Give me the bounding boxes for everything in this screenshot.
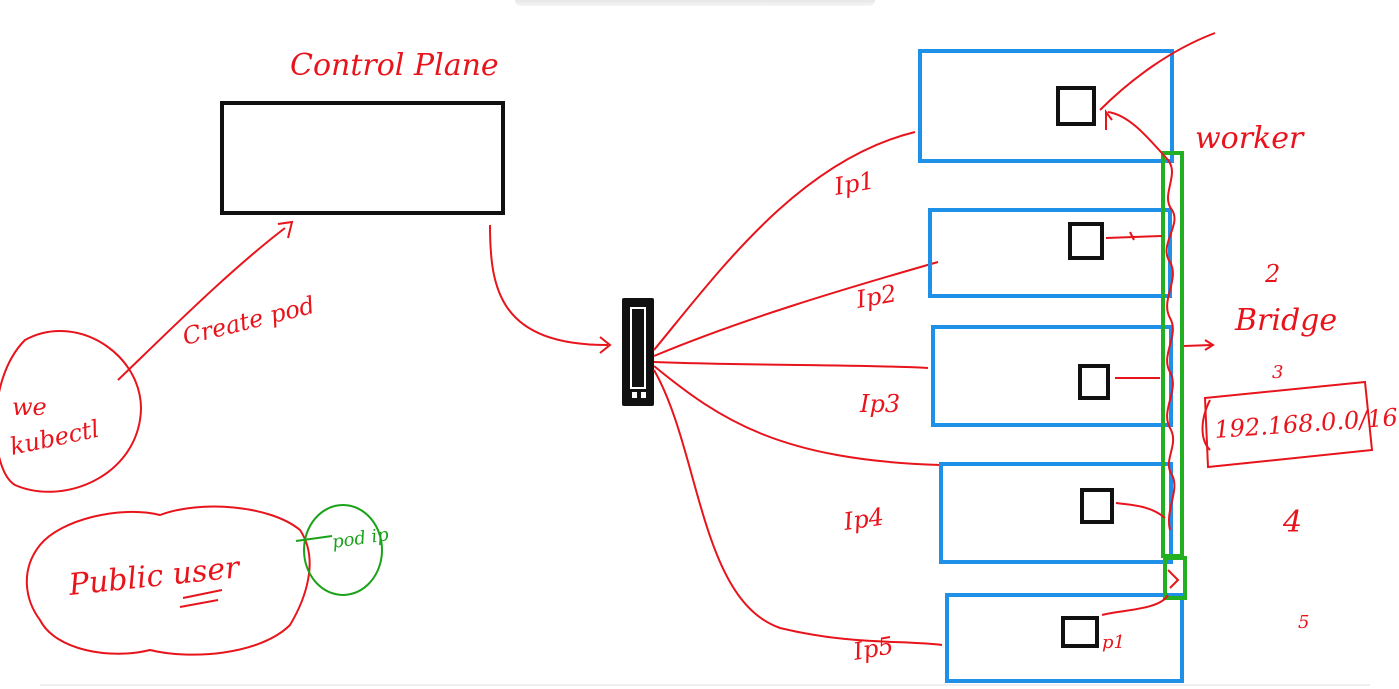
cidr-box <box>1203 380 1374 469</box>
bridge-label-arrow <box>1183 344 1213 347</box>
worker-node-1 <box>918 49 1174 163</box>
pod-1-arrowhead <box>1105 109 1113 130</box>
pod-box-2 <box>1068 222 1104 260</box>
create-pod-arrowhead <box>277 220 294 239</box>
bridge-connector-mark <box>1167 569 1180 589</box>
control-plane-label: Control Plane <box>290 48 499 83</box>
bridge-label-arrowhead <box>1204 339 1215 351</box>
kubectl-circle <box>0 330 142 493</box>
network-switch-port <box>641 392 646 398</box>
pod-ip-connector <box>295 535 333 542</box>
number-4: 4 <box>1282 505 1302 540</box>
number-5: 5 <box>1298 612 1309 633</box>
network-switch-port <box>632 392 637 398</box>
public-user-underline <box>182 589 223 599</box>
ip-label-4: Ip4 <box>841 503 886 536</box>
worker-node-3 <box>931 325 1173 427</box>
link-node-3 <box>653 361 929 369</box>
ip-label-2: Ip2 <box>853 279 898 314</box>
pod-ip-circle <box>303 504 383 596</box>
number-2: 2 <box>1264 260 1280 288</box>
link-node-5 <box>653 369 943 646</box>
link-node-2 <box>653 261 939 357</box>
ip-label-5: Ip5 <box>850 631 895 666</box>
link-node-4 <box>653 365 941 466</box>
ip-label-3: Ip3 <box>859 390 900 418</box>
network-switch-slot <box>630 307 646 389</box>
public-user-label: Public user <box>66 550 242 603</box>
kubectl-label-line2: kubectl <box>7 415 101 461</box>
network-switch-icon <box>622 298 654 406</box>
pod-5-arrow <box>1101 594 1169 616</box>
p1-label: p1 <box>1102 632 1125 653</box>
control-plane-box <box>220 101 505 215</box>
kubectl-label-line1: we <box>12 393 47 421</box>
bridge-squiggle <box>1165 159 1176 531</box>
pod-box-3 <box>1078 364 1110 400</box>
worker-label: worker <box>1195 121 1305 156</box>
worker-node-2 <box>928 208 1172 298</box>
pod-2-tick <box>1129 231 1135 241</box>
bridge-label: Bridge <box>1234 303 1337 338</box>
control-plane-link-arrowhead <box>599 336 612 354</box>
worker-label-pointer <box>1099 32 1216 111</box>
create-pod-arrow <box>117 227 286 381</box>
pod-box-4 <box>1080 488 1114 524</box>
pod-box-1 <box>1056 86 1096 126</box>
window-top-shadow <box>515 0 875 6</box>
pod-4-arrow <box>1115 502 1166 519</box>
pod-box-5 <box>1061 616 1099 648</box>
public-user-cloud <box>25 505 311 656</box>
ip-label-1: Ip1 <box>831 166 876 201</box>
canvas-bottom-edge <box>40 684 1370 686</box>
bridge-connector <box>1163 556 1187 600</box>
public-user-underline-2 <box>179 599 219 608</box>
worker-node-4 <box>939 462 1173 564</box>
link-node-1 <box>653 131 916 351</box>
cidr-bracket <box>1201 399 1211 451</box>
control-plane-link <box>489 224 609 346</box>
worker-node-5 <box>945 593 1184 683</box>
pod-2-arrow <box>1105 235 1163 239</box>
number-3: 3 <box>1272 362 1283 383</box>
pod-1-arrow <box>1107 111 1169 161</box>
